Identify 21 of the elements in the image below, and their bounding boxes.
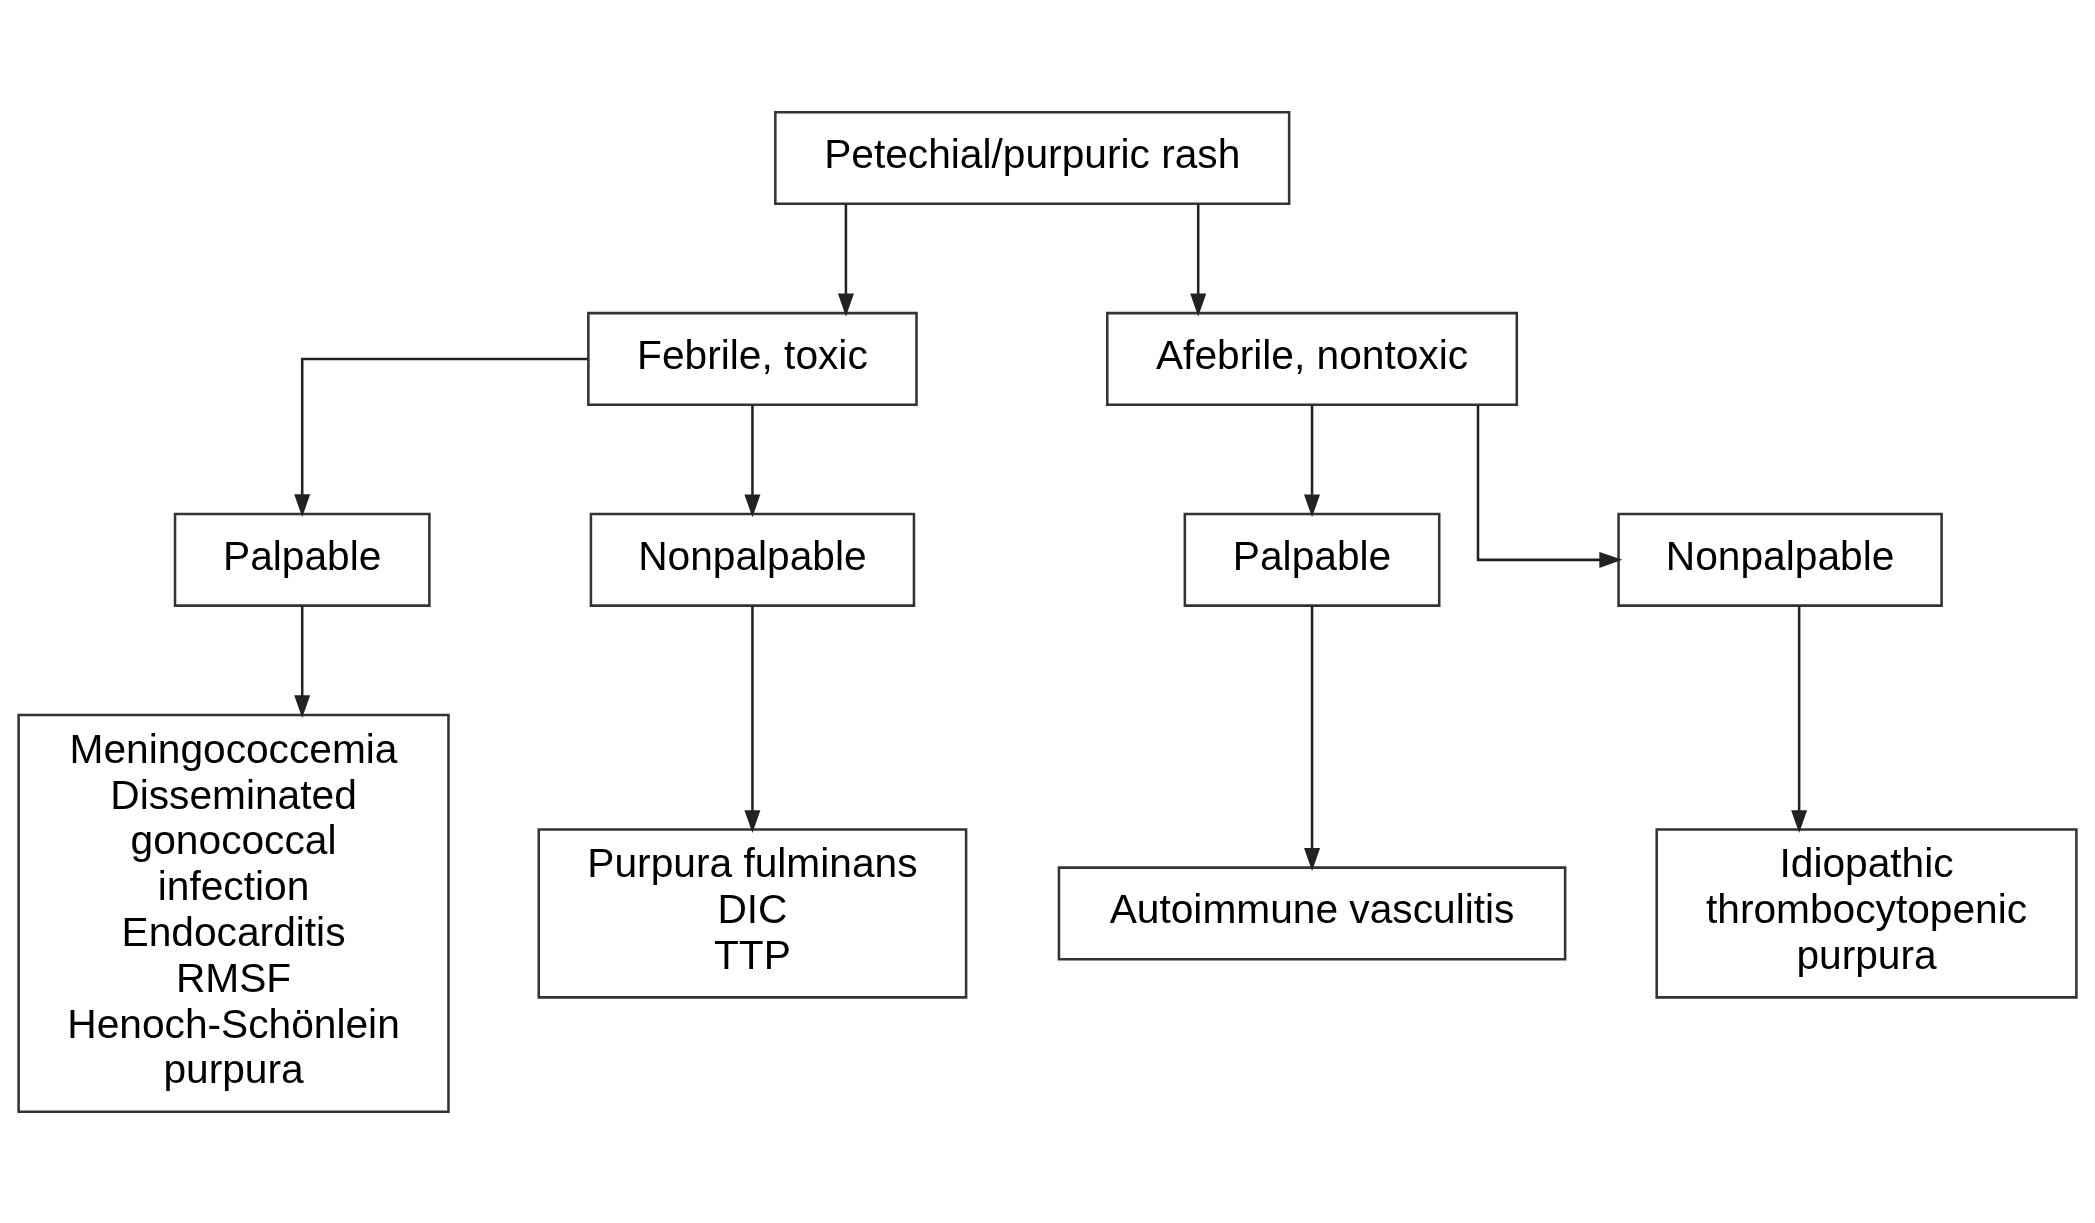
arrow [294,605,311,718]
arrow [744,405,761,517]
node-box: Meningococcemia Disseminated gonococcal infection Endocarditis RMSF Henoch-Schönlein purpura [17,713,450,1113]
arrow [837,204,854,316]
arrow [1304,405,1321,517]
arrow [744,605,761,833]
arrow [1791,605,1808,833]
arrow [1190,204,1207,316]
arrow [1304,605,1321,871]
node-box: Petechial/purpuric rash [774,110,1291,205]
node-box: Palpable [173,512,431,607]
node-box: Nonpalpable [589,512,916,607]
node-box: Nonpalpable [1617,512,1943,607]
arrow [294,357,588,517]
node-box: Purpura fulminans DIC TTP [537,827,968,999]
node-box: Palpable [1183,512,1441,607]
arrow [1476,405,1623,568]
node-box: Febrile, toxic [587,311,918,406]
node-box: Idiopathic thrombocytopenic purpura [1655,827,2078,999]
node-box: Afebrile, nontoxic [1106,311,1519,406]
node-box: Autoimmune vasculitis [1057,865,1567,960]
